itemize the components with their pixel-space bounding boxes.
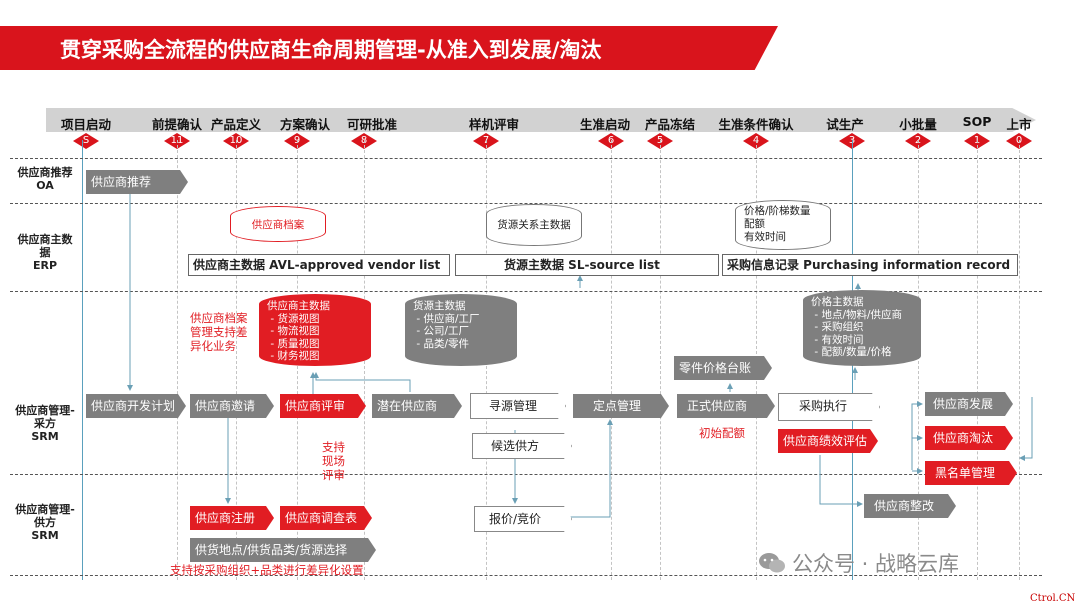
supplier-rectify-step: 供应商整改 [864, 494, 956, 518]
guide-line [611, 140, 612, 580]
guide-line [177, 140, 178, 580]
guide-line [236, 140, 237, 580]
evaluate-step: 供应商评审 [280, 394, 366, 418]
milestone-label: 生准启动 [579, 117, 631, 132]
potential-supplier-step: 潜在供应商 [372, 394, 462, 418]
milestone-label: 前提确认 [151, 117, 203, 132]
price-master-cylinder: 价格主数据 - 地点/物料/供应商 - 采购组织 - 有效时间 - 配额/数量/… [803, 290, 921, 366]
timeline-bar [46, 108, 1036, 132]
formal-supplier-step: 正式供应商 [677, 394, 775, 418]
title-banner [0, 26, 778, 70]
milestone-marker: S [73, 133, 99, 149]
row-label-erp: 供应商主数 据 ERP [17, 233, 73, 272]
designate-step: 定点管理 [573, 394, 669, 418]
row-divider [10, 158, 1042, 159]
supplier-eliminate-step: 供应商淘汰 [925, 426, 1013, 450]
source-master-cylinder: 货源关系主数据 [486, 204, 582, 246]
invite-step: 供应商邀请 [190, 394, 274, 418]
row-label-srm-supplier: 供应商管理- 供方 SRM [15, 503, 75, 542]
quote-bid-step: 报价/竞价 [474, 506, 572, 532]
milestone-label: 可研批准 [346, 117, 398, 132]
milestone-label: 上市 [1006, 117, 1032, 132]
milestone-label: 项目启动 [60, 117, 112, 132]
supplier-register-step: 供应商注册 [190, 506, 274, 530]
candidate-supplier-step: 候选供方 [472, 433, 572, 459]
procurement-exec-step: 采购执行 [778, 393, 880, 421]
supplier-develop-step: 供应商发展 [925, 392, 1013, 416]
supplier-survey-step: 供应商调查表 [280, 506, 372, 530]
vendor-archive-cylinder: 供应商档案 [230, 206, 326, 242]
guide-line [918, 140, 919, 580]
supplier-recommend-step: 供应商推荐 [86, 170, 188, 194]
row-label-oa: 供应商推荐 OA [17, 166, 73, 192]
wechat-icon [759, 553, 785, 573]
row-divider [10, 575, 1042, 576]
vendor-master-cylinder: 供应商主数据 - 货源视图 - 物流视图 - 质量视图 - 财务视图 [259, 294, 371, 366]
dev-plan-step: 供应商开发计划 [86, 394, 186, 418]
source-master-srm-cylinder: 货源主数据 - 供应商/工厂 - 公司/工厂 - 品类/零件 [405, 294, 517, 366]
initial-quota-note: 初始配额 [699, 426, 745, 440]
source-list-bar: 货源主数据 SL-source list [455, 254, 719, 276]
part-price-ledger-step: 零件价格台账 [674, 356, 772, 380]
blacklist-step: 黑名单管理 [925, 461, 1017, 485]
guide-line [977, 140, 978, 580]
avl-data-bar: 供应商主数据 AVL-approved vendor list [188, 254, 450, 276]
guide-line [82, 140, 83, 580]
sourcing-step: 寻源管理 [470, 393, 566, 419]
row-divider [10, 291, 1042, 292]
milestone-label: 产品冻结 [644, 117, 696, 132]
page-title: 贯穿采购全流程的供应商生命周期管理-从准入到发展/淘汰 [60, 38, 602, 62]
milestone-label: 试生产 [826, 117, 864, 132]
row-divider [10, 474, 1042, 475]
milestone-label: 方案确认 [279, 117, 331, 132]
archive-diff-note: 供应商档案 管理支持差 异化业务 [190, 311, 248, 353]
milestone-label: 样机评审 [468, 117, 520, 132]
site-mark: Ctrol.CN [1030, 593, 1076, 604]
milestone-label: SOP [962, 114, 992, 129]
row-label-srm-buyer: 供应商管理- 采方 SRM [15, 404, 75, 443]
supply-selection-step: 供货地点/供货品类/货源选择 [190, 538, 376, 562]
diff-setting-note: 支持按采购组织+品类进行差异化设置 [170, 563, 364, 577]
milestone-label: 小批量 [899, 117, 937, 132]
milestone-label: 产品定义 [210, 117, 262, 132]
performance-eval-step: 供应商绩效评估 [778, 429, 878, 453]
watermark-text: 公众号 · 战略云库 [792, 552, 960, 576]
guide-line [1019, 140, 1020, 580]
purchasing-info-record-bar: 采购信息记录 Purchasing information record [722, 254, 1018, 276]
guide-line [660, 140, 661, 580]
price-info-cylinder: 价格/阶梯数量 配额 有效时间 [735, 200, 831, 250]
milestone-label: 生准条件确认 [718, 117, 794, 132]
onsite-review-note: 支持 现场 评审 [322, 440, 345, 482]
